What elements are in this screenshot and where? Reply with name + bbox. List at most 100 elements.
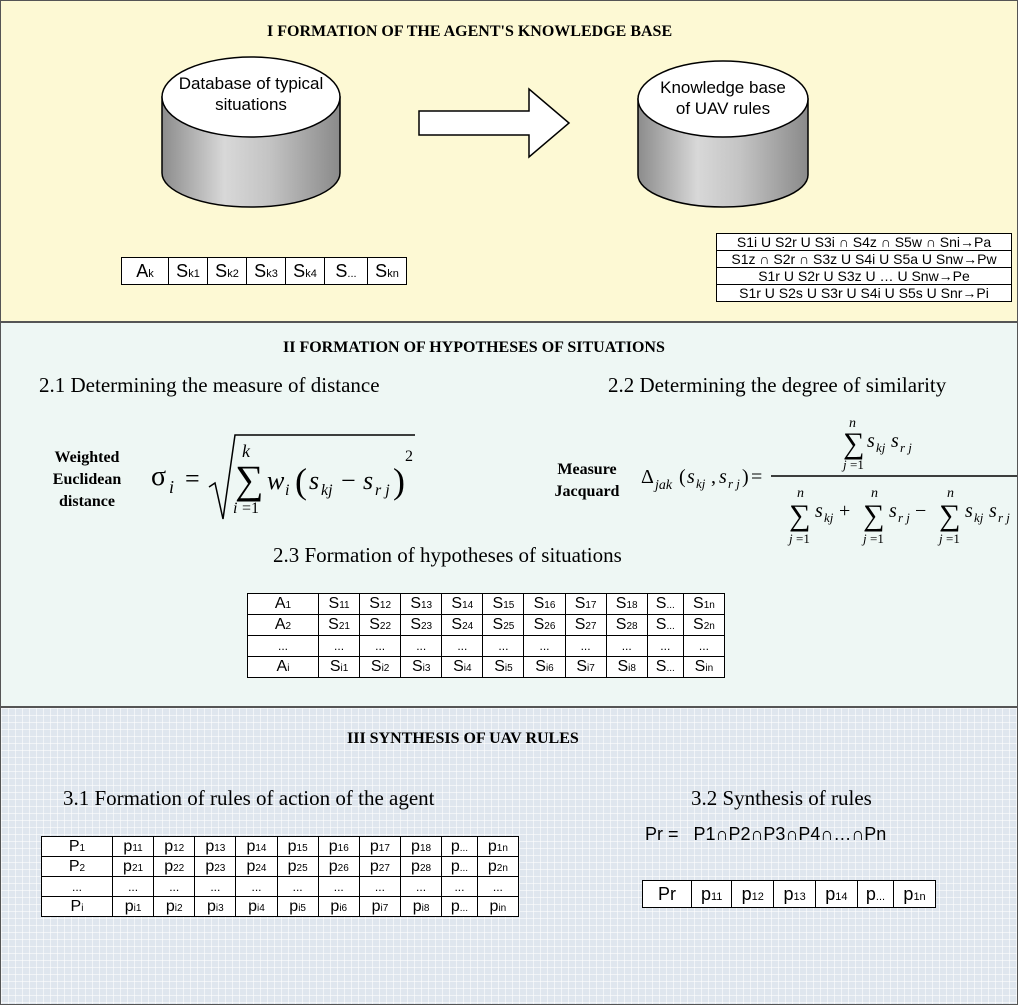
svg-text:=1: =1 xyxy=(242,500,259,517)
cell-symbol: p xyxy=(783,883,794,904)
table-cell: S1n xyxy=(682,593,726,615)
cell-subscript: i3 xyxy=(215,902,224,914)
cell-symbol: p xyxy=(411,837,420,855)
cell-symbol: S xyxy=(328,595,340,612)
table-cell: ... xyxy=(399,876,443,897)
cell-subscript: 23 xyxy=(421,621,433,632)
svg-text:2: 2 xyxy=(405,448,413,465)
svg-text:r j: r j xyxy=(375,482,390,499)
section-synthesis: III SYNTHESIS OF UAV RULES 3.1 Formation… xyxy=(0,707,1018,1005)
table-cell: pi8 xyxy=(399,896,443,917)
euclidean-label-line3: distance xyxy=(59,493,115,510)
svg-text:s: s xyxy=(687,466,695,488)
cell-subscript: 23 xyxy=(214,862,226,874)
table-cell: p2n xyxy=(476,856,520,877)
table-cell: pi7 xyxy=(358,896,401,917)
cell-symbol: S xyxy=(655,658,667,675)
rule-text: S1r U S2s U S3r U S4i U S5s U Snr→Pi xyxy=(716,284,1012,302)
cell-subscript: ... xyxy=(666,663,675,674)
cell-symbol: p xyxy=(369,857,379,875)
cell-symbol: S xyxy=(370,658,382,675)
table-cell: ... xyxy=(359,635,402,657)
cell-subscript: 1 xyxy=(285,600,292,611)
cell-subscript: 14 xyxy=(255,842,267,854)
database-cylinder xyxy=(161,56,341,208)
section3-title: III SYNTHESIS OF UAV RULES xyxy=(347,730,579,747)
cell-subscript: 21 xyxy=(131,862,144,874)
table-cell: Sk2 xyxy=(207,257,247,285)
cell-subscript: i1 xyxy=(133,902,142,914)
svg-text:−: − xyxy=(341,466,356,495)
table-cell: p... xyxy=(441,896,478,917)
cell-subscript: 13 xyxy=(421,600,433,611)
table-cell: S11 xyxy=(317,593,361,615)
cell-symbol: ... xyxy=(492,879,503,894)
cell-symbol: ... xyxy=(454,879,465,894)
cell-symbol: Pr xyxy=(658,883,676,904)
cell-subscript: 26 xyxy=(544,621,556,632)
section2-title: II FORMATION OF HYPOTHESES OF SITUATIONS xyxy=(283,339,665,356)
cell-symbol: A xyxy=(276,658,288,675)
cell-symbol: S xyxy=(533,595,545,612)
table-cell: Ai xyxy=(247,656,319,678)
cell-symbol: P xyxy=(70,897,82,915)
table-cell: p28 xyxy=(399,856,443,877)
table-cell: S12 xyxy=(359,593,402,615)
table-cell: ... xyxy=(564,635,607,657)
svg-text:k: k xyxy=(242,441,251,461)
svg-text:j: j xyxy=(787,531,793,546)
table-cell: Skn xyxy=(367,257,407,285)
table-cell: ... xyxy=(247,635,319,657)
table-cell: p... xyxy=(441,836,478,857)
table-cell: S... xyxy=(646,593,684,615)
table-cell: S... xyxy=(324,257,368,285)
table-cell: p... xyxy=(441,856,478,877)
cell-subscript: i3 xyxy=(422,663,431,674)
knowledge-base-label: Knowledge base of UAV rules xyxy=(637,77,809,119)
table-cell: ... xyxy=(111,876,155,897)
cell-subscript: 24 xyxy=(255,862,267,874)
svg-text:=1: =1 xyxy=(796,531,810,546)
cell-symbol: p xyxy=(205,857,215,875)
euclidean-label-line2: Euclidean xyxy=(52,471,122,488)
cell-symbol: p xyxy=(246,837,256,855)
svg-text:i: i xyxy=(233,500,237,517)
cell-symbol: p xyxy=(289,897,299,915)
table-cell: p14 xyxy=(815,880,858,908)
table-cell: S26 xyxy=(523,614,566,636)
table-cell: ... xyxy=(276,876,319,897)
table-cell: S24 xyxy=(441,614,484,636)
table-cell: Si4 xyxy=(441,656,484,678)
table-cell: p1n xyxy=(476,836,520,857)
table-cell: P2 xyxy=(41,856,113,877)
cell-subscript: 28 xyxy=(419,862,432,874)
cell-subscript: 17 xyxy=(378,842,390,854)
cell-subscript: 28 xyxy=(626,621,638,632)
table-cell: ... xyxy=(646,635,684,657)
table-cell: S2n xyxy=(682,614,726,636)
svg-text:∑: ∑ xyxy=(863,499,884,532)
svg-text:kj: kj xyxy=(974,510,984,525)
cell-subscript: ... xyxy=(459,862,469,874)
cell-symbol: S xyxy=(410,595,421,612)
table-cell: p13 xyxy=(773,880,816,908)
cell-subscript: 13 xyxy=(793,890,806,903)
cell-symbol: p xyxy=(903,883,914,904)
cell-symbol: S xyxy=(328,616,339,633)
cell-subscript: i2 xyxy=(174,902,183,914)
table-cell: Sin xyxy=(682,656,726,678)
table-cell: p17 xyxy=(358,836,401,857)
cell-symbol: p xyxy=(450,897,460,915)
table-cell: p13 xyxy=(194,836,237,857)
table-cell: pi4 xyxy=(235,896,278,917)
table-cell: ... xyxy=(235,876,278,897)
rule-row: S1r U S2s U S3r U S4i U S5s U Snr→Pi xyxy=(716,284,1012,302)
table-cell: ... xyxy=(400,635,443,657)
svg-text:i: i xyxy=(169,477,174,497)
knowledge-base-cylinder xyxy=(637,60,809,208)
table-cell: pi2 xyxy=(153,896,196,917)
section-hypotheses: II FORMATION OF HYPOTHESES OF SITUATIONS… xyxy=(0,322,1018,707)
